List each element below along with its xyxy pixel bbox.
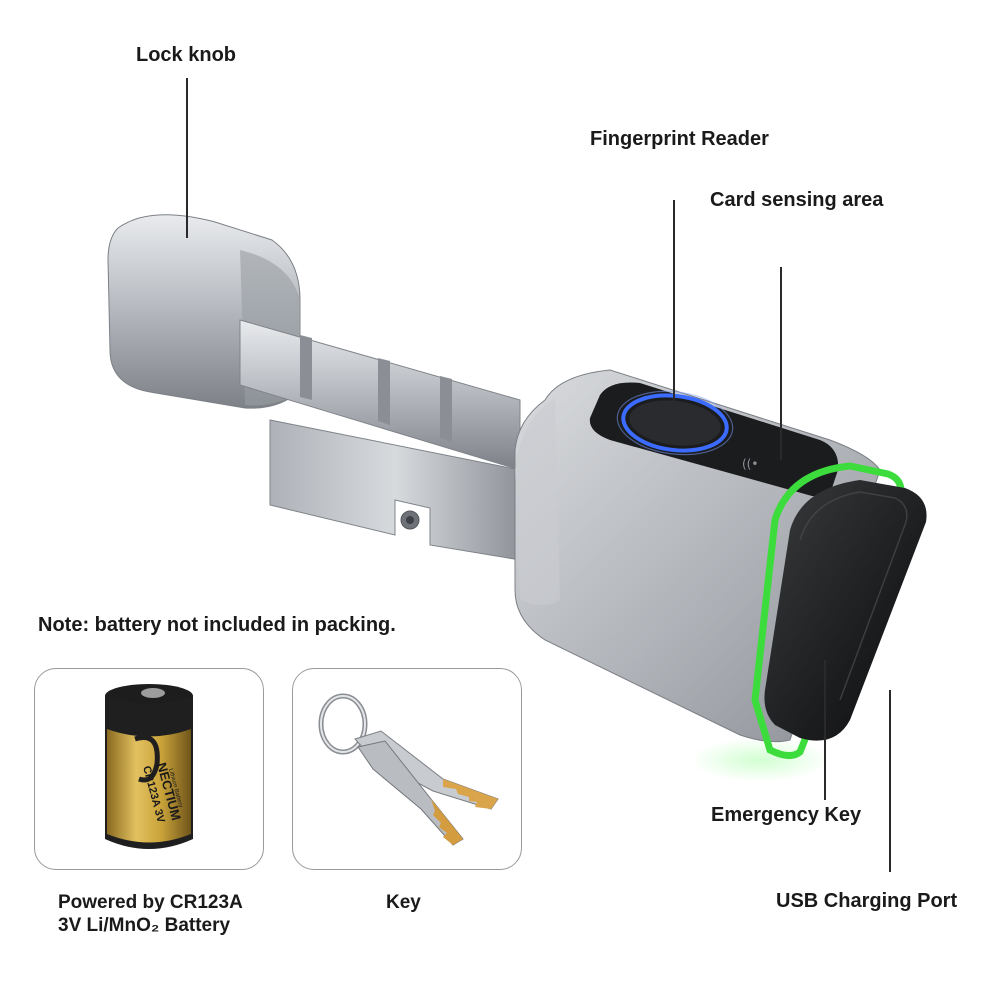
- cylinder-shaft: [239, 319, 521, 471]
- cr123a-battery-image: NECTIUM CR123A 3V Lithium Battery: [105, 684, 193, 849]
- battery-caption-line-2: 3V Li/MnO₂ Battery: [58, 915, 231, 936]
- status-light-ring: [751, 462, 905, 759]
- svg-text:((•: ((•: [742, 457, 758, 471]
- key-image: [318, 693, 499, 846]
- emergency-key-face: [764, 480, 927, 741]
- label-emergency-key: Emergency Key: [711, 804, 862, 826]
- battery-note: Note: battery not included in packing.: [38, 614, 396, 636]
- label-fingerprint-reader: Fingerprint Reader: [590, 128, 769, 150]
- battery-caption-line-1: Powered by CR123A: [58, 892, 243, 913]
- label-card-sensing-area: Card sensing area: [710, 189, 884, 211]
- label-lock-knob: Lock knob: [136, 44, 237, 66]
- battery-card: NECTIUM CR123A 3V Lithium Battery: [34, 668, 264, 870]
- key-caption: Key: [386, 892, 421, 913]
- label-usb-charging-port: USB Charging Port: [776, 890, 958, 912]
- fingerprint-card-panel: ((•: [589, 382, 839, 497]
- key-card: [292, 668, 522, 870]
